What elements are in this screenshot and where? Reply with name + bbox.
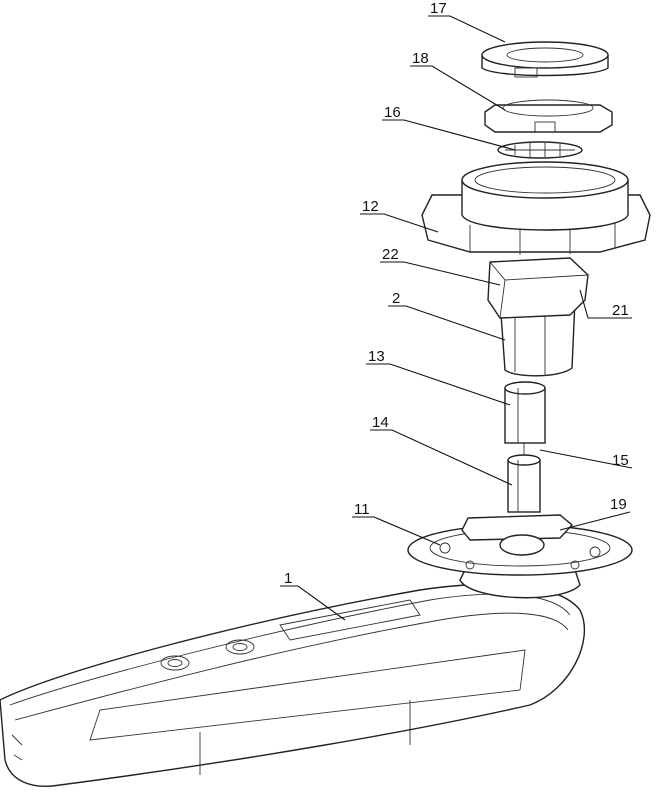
label-15: 15 [612,452,629,469]
label-16: 16 [384,104,401,121]
label-19: 19 [610,496,627,513]
label-18: 18 [412,50,429,67]
part-18-ring [484,99,613,133]
part-16-mesh [497,141,583,159]
part-2-body [487,257,589,377]
part-17-ring [481,41,609,78]
label-13: 13 [368,348,385,365]
label-14: 14 [372,414,389,431]
label-21: 21 [612,302,629,319]
part-1-handle [0,583,585,787]
label-12: 12 [362,198,379,215]
reference-labels: 17 18 16 12 22 21 2 13 14 15 11 19 1 [280,0,633,621]
part-13-cylinder [504,381,546,456]
part-14-cylinder [507,454,541,513]
label-17: 17 [430,0,447,17]
part-19-holder [461,514,574,556]
label-1: 1 [284,570,292,587]
part-12-cap [421,161,651,255]
label-22: 22 [382,246,399,263]
label-11: 11 [354,501,370,518]
label-2: 2 [392,290,400,307]
